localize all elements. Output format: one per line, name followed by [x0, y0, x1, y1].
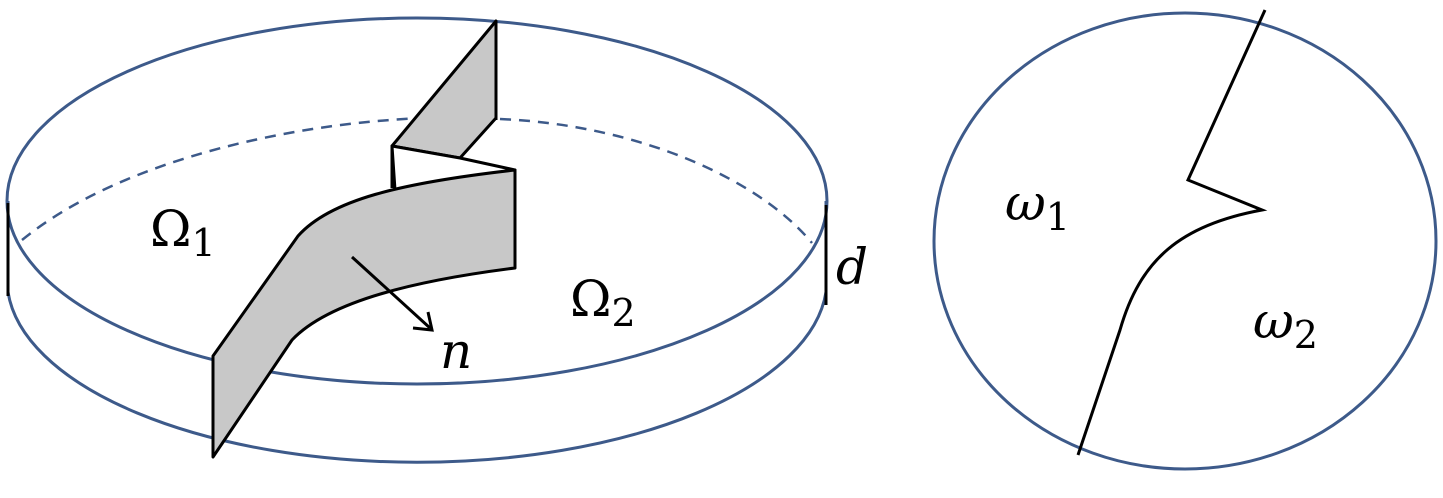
interface-upper-panel	[390, 19, 498, 160]
label-normal-n: n	[440, 322, 472, 380]
label-omega-small-1: ω1	[1005, 174, 1070, 239]
interface-curved-panel	[211, 168, 517, 459]
cross-section: ω1 ω2	[932, 9, 1438, 471]
bottom-ellipse-front	[6, 291, 828, 464]
interface-surface	[211, 19, 517, 459]
normal-arrow	[350, 255, 434, 332]
hidden-mid-ellipse	[21, 115, 813, 244]
label-thickness-d: d	[836, 238, 868, 296]
cross-section-circle	[932, 11, 1438, 471]
thickness-markers	[6, 203, 828, 305]
label-omega-small-2: ω2	[1253, 292, 1318, 357]
label-omega-2: Ω2	[570, 270, 636, 335]
cross-section-interface-curve	[1076, 9, 1268, 456]
label-omega-1: Ω1	[150, 200, 216, 265]
